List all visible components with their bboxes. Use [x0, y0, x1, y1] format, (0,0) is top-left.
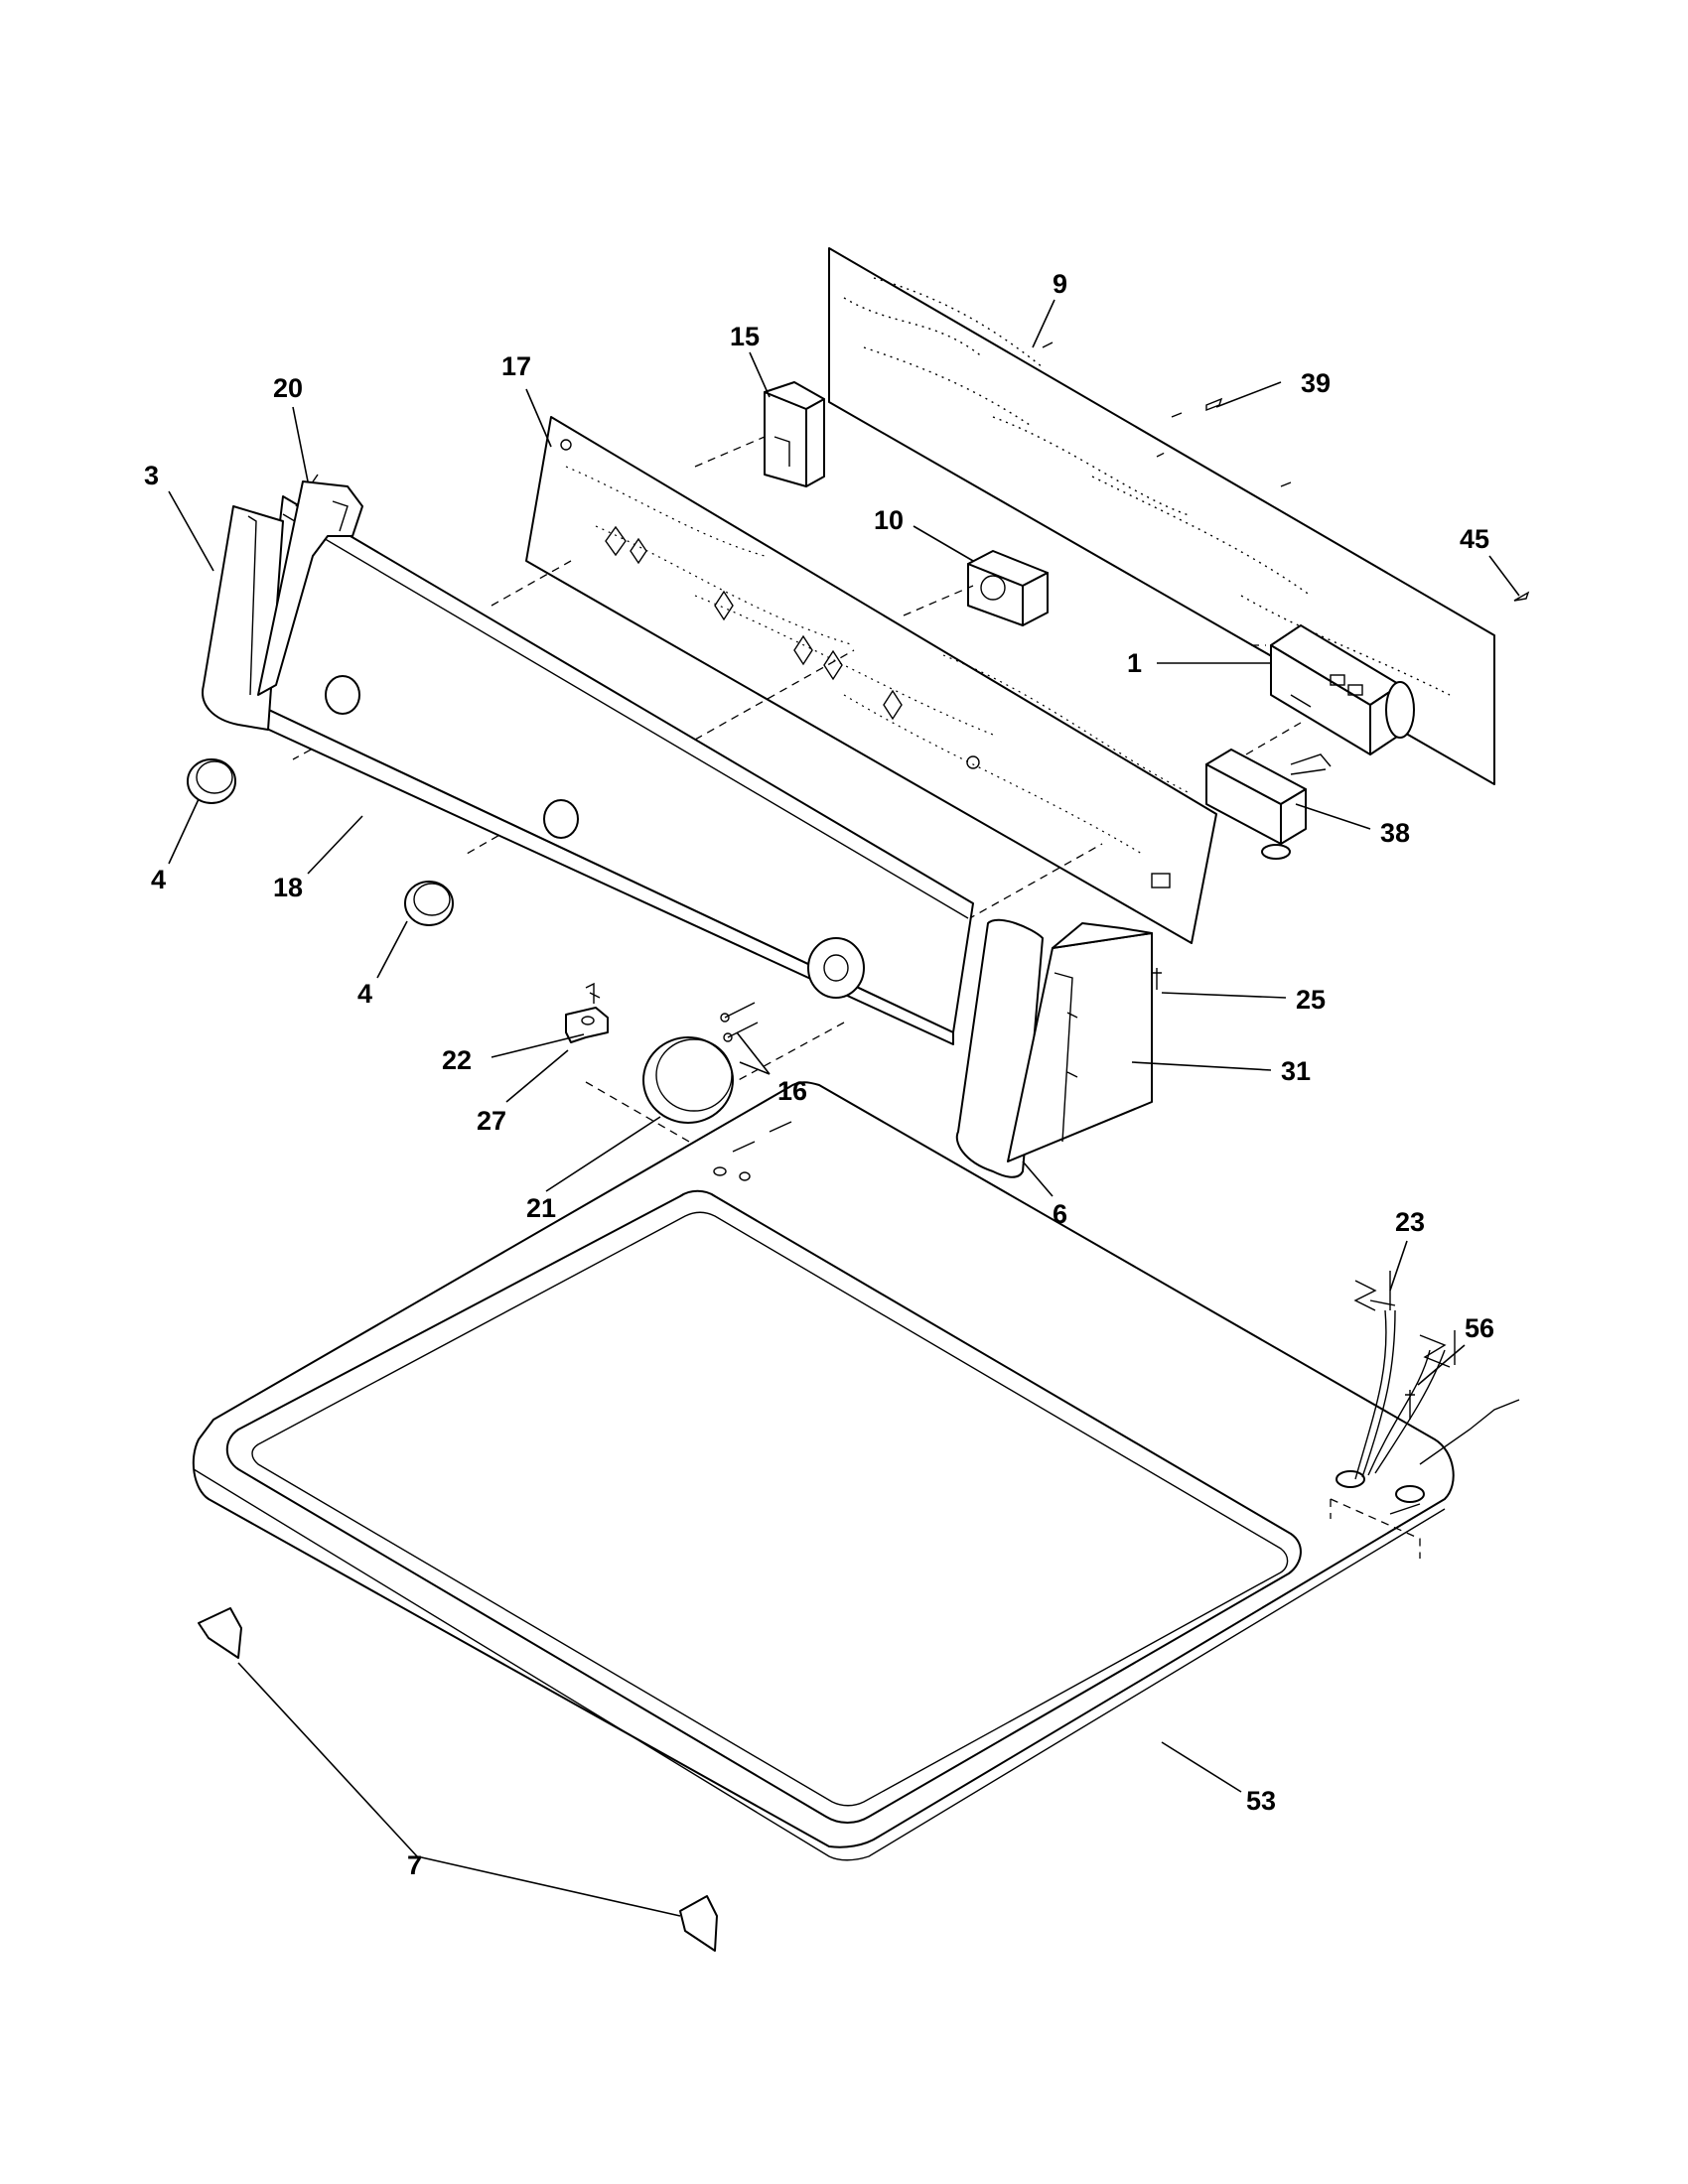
- callout-31: 31: [1281, 1056, 1311, 1086]
- callout-10: 10: [874, 505, 904, 535]
- bracket-27: [565, 1007, 609, 1043]
- component-38: [1205, 749, 1332, 860]
- knob-4-left: [187, 758, 236, 804]
- callout-45: 45: [1460, 524, 1489, 554]
- knob-21: [642, 1036, 734, 1124]
- callout-25: 25: [1296, 985, 1326, 1015]
- clip-7-left: [198, 1607, 242, 1659]
- top-lid: [192, 1081, 1455, 1861]
- control-panel-backplate: [525, 416, 1217, 944]
- callout-23: 23: [1395, 1207, 1425, 1237]
- callout-15: 15: [730, 322, 760, 351]
- left-end-cap: [202, 505, 284, 731]
- callout-6: 6: [1053, 1199, 1067, 1229]
- callout-7: 7: [407, 1850, 422, 1880]
- screws: [585, 397, 1530, 1420]
- callout-16: 16: [777, 1076, 807, 1106]
- housing-31: [1007, 922, 1153, 1162]
- callout-4-center: 4: [357, 979, 372, 1009]
- control-console: [257, 474, 974, 1045]
- callout-18: 18: [273, 873, 303, 902]
- component-15: [764, 381, 825, 487]
- callout-20: 20: [273, 373, 303, 403]
- callout-27: 27: [477, 1106, 506, 1136]
- callout-21: 21: [526, 1193, 556, 1223]
- callout-53: 53: [1246, 1786, 1276, 1816]
- bracket-20: [257, 480, 363, 696]
- callout-4-left: 4: [151, 865, 166, 894]
- callout-22: 22: [442, 1045, 472, 1075]
- callout-1: 1: [1127, 648, 1142, 678]
- callout-39: 39: [1301, 368, 1331, 398]
- callout-38: 38: [1380, 818, 1410, 848]
- clip-7-right: [679, 1895, 718, 1952]
- leader-lines: [168, 299, 1520, 1917]
- callout-17: 17: [501, 351, 531, 381]
- timer-component: [1270, 624, 1415, 755]
- component-10: [967, 550, 1049, 626]
- callout-9: 9: [1053, 269, 1067, 299]
- callout-labels: 9 15 39 17 20 3 10 45 1 38 4 18 4 25 22 …: [144, 269, 1494, 1880]
- callout-56: 56: [1465, 1313, 1494, 1343]
- knob-4-center: [404, 881, 454, 926]
- wire-harness: [1353, 1271, 1520, 1480]
- callout-3: 3: [144, 461, 159, 490]
